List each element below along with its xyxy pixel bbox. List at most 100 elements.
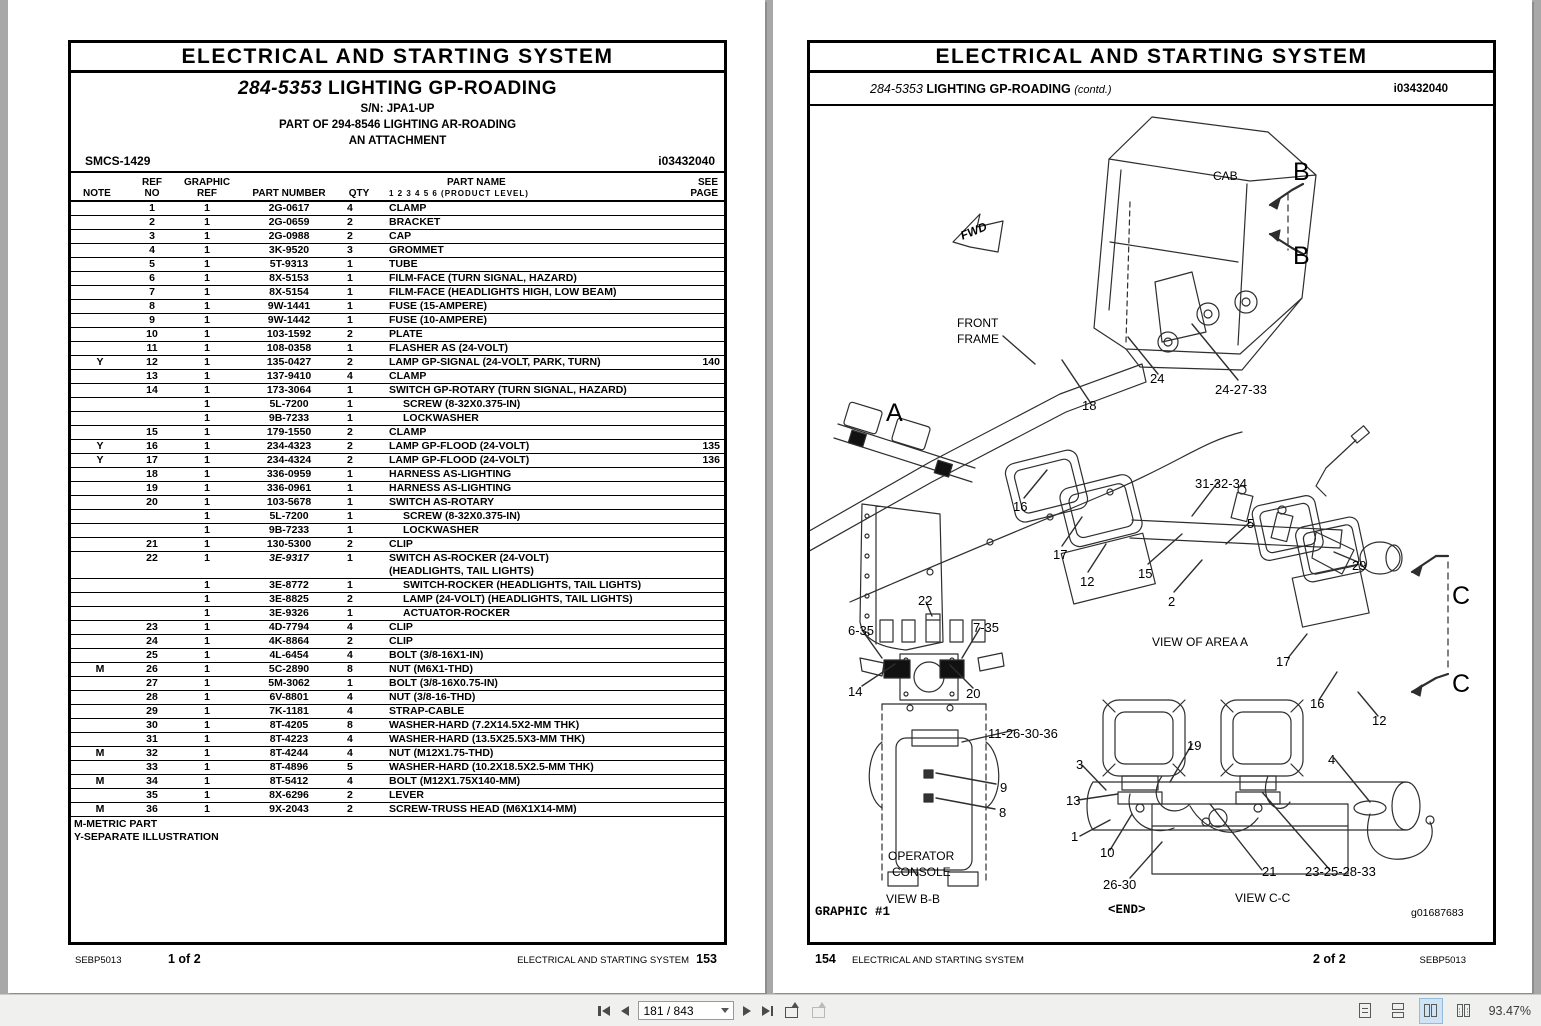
section-banner-right: ELECTRICAL AND STARTING SYSTEM bbox=[810, 43, 1493, 73]
two-page-button[interactable] bbox=[1418, 997, 1443, 1024]
diagram-label: 3 bbox=[1076, 757, 1084, 772]
col-note: NOTE bbox=[83, 188, 111, 199]
diagram-label: FRONT bbox=[957, 316, 999, 330]
diagram-label: 21 bbox=[1262, 864, 1277, 879]
page-dropdown-icon[interactable] bbox=[720, 1008, 729, 1013]
attachment-line: AN ATTACHMENT bbox=[348, 135, 447, 147]
diagram-label: 1 bbox=[1071, 829, 1079, 844]
page-navigation bbox=[596, 995, 829, 1026]
footer-sheet: 1 of 2 bbox=[168, 952, 201, 966]
previous-page-button[interactable] bbox=[619, 1000, 631, 1022]
diagram-label: 9 bbox=[1000, 780, 1008, 795]
footer-section-right: ELECTRICAL AND STARTING SYSTEM bbox=[852, 955, 1024, 966]
document-page-left: ELECTRICAL AND STARTING SYSTEM 284-5353 … bbox=[8, 0, 765, 993]
diagram-label: 7-35 bbox=[973, 620, 1000, 635]
first-page-button[interactable] bbox=[596, 1000, 612, 1022]
col-see-2: PAGE bbox=[690, 188, 718, 199]
diagram-label: 24-27-33 bbox=[1215, 382, 1268, 397]
diagram-label: 8 bbox=[999, 805, 1007, 820]
previous-page-icon bbox=[620, 1005, 629, 1016]
diagram-label: 29 bbox=[1352, 558, 1367, 573]
continuous-page-button[interactable] bbox=[1386, 998, 1410, 1024]
two-page-continuous-button[interactable] bbox=[1452, 998, 1476, 1024]
diagram-label: 15 bbox=[1138, 566, 1153, 581]
previous-view-button[interactable] bbox=[782, 1001, 802, 1020]
contd-number: 284-5353 bbox=[870, 81, 923, 96]
diagram-label: 18 bbox=[1082, 398, 1097, 413]
smcs-code: SMCS-1429 bbox=[85, 154, 151, 168]
footer-doc-code: SEBP5013 bbox=[75, 955, 122, 966]
single-page-icon bbox=[1358, 1003, 1371, 1018]
diagram-label: 22 bbox=[918, 593, 933, 608]
col-qty: QTY bbox=[348, 188, 370, 199]
first-page-icon bbox=[598, 1005, 601, 1016]
diagram-label: 16 bbox=[1013, 499, 1028, 514]
col-graphic-2: REF bbox=[197, 188, 217, 199]
diagram-label: 26-30 bbox=[1103, 877, 1137, 892]
left-page-frame: ELECTRICAL AND STARTING SYSTEM 284-5353 … bbox=[68, 40, 727, 945]
right-page-footer: 154 ELECTRICAL AND STARTING SYSTEM 2 of … bbox=[807, 951, 1496, 969]
page-number-input[interactable] bbox=[637, 1001, 734, 1020]
page-layout-controls: 93.47% bbox=[1353, 995, 1531, 1026]
diagram-label: 10 bbox=[1100, 845, 1115, 860]
assembly-number: 284-5353 bbox=[237, 78, 323, 99]
diagram-label: 12 bbox=[1080, 574, 1095, 589]
next-page-button[interactable] bbox=[741, 1000, 753, 1022]
smcs-row: SMCS-1429 i03432040 bbox=[71, 148, 724, 173]
diagram-label: C bbox=[1452, 670, 1471, 698]
contd-title: 284-5353 LIGHTING GP-ROADING (contd.) bbox=[870, 82, 1112, 96]
table-legend: M-METRIC PART Y-SEPARATE ILLUSTRATION bbox=[71, 817, 724, 844]
single-page-button[interactable] bbox=[1353, 998, 1377, 1024]
diagram-label: OPERATOR bbox=[888, 849, 955, 863]
legend-separate: Y-SEPARATE ILLUSTRATION bbox=[74, 831, 219, 843]
diagram-label: C bbox=[1452, 582, 1471, 610]
two-page-continuous-icon bbox=[1456, 1004, 1471, 1017]
diagram-label: <END> bbox=[1108, 903, 1146, 917]
col-graphic-1: GRAPHIC bbox=[183, 177, 231, 188]
last-page-button[interactable] bbox=[760, 1000, 776, 1022]
serial-number-line: S/N: JPA1-UP bbox=[360, 103, 435, 115]
diagram-label: 11-26-30-36 bbox=[988, 726, 1058, 741]
col-product-level: 1 2 3 4 5 6 (PRODUCT LEVEL) bbox=[389, 189, 529, 198]
next-view-icon bbox=[812, 1006, 825, 1018]
parts-diagram-art bbox=[810, 116, 1450, 887]
diagram-label: 5 bbox=[1247, 516, 1255, 531]
zoom-level: 93.47% bbox=[1488, 1003, 1531, 1018]
next-page-icon bbox=[742, 1005, 751, 1016]
diagram-label: 16 bbox=[1310, 696, 1325, 711]
next-view-button[interactable] bbox=[809, 1001, 829, 1020]
last-page-icon bbox=[761, 1005, 770, 1016]
contd-marker: (contd.) bbox=[1074, 83, 1112, 96]
col-ref-1: REF bbox=[142, 177, 162, 188]
diagram-label: 2 bbox=[1168, 594, 1176, 609]
